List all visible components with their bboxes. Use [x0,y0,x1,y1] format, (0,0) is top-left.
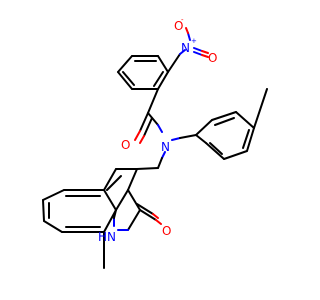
ring-nh-hydrogen: H [98,230,107,244]
nitrophenyl-ring [117,55,169,90]
benzo-ring [42,189,117,269]
amide-oxygen: O [121,138,130,152]
quinolinone-ring [103,167,162,231]
carbonyl-group [134,88,163,144]
amide-n-substituents [157,134,197,169]
structure-diagram: O - N + O O N O H N [42,16,268,269]
nitro-group [167,27,209,73]
ring-nh-nitrogen: N [107,230,116,244]
atom-labels: O - N + O O N O H N [98,16,217,244]
amide-nitrogen: N [161,140,170,154]
nitro-oxygen-charge: - [181,16,184,24]
nitro-oxygen-top: O [174,19,183,33]
nitro-nitrogen-charge: + [191,37,197,45]
nitro-oxygen-right: O [208,51,217,65]
nitro-nitrogen: N [181,41,190,55]
lactam-oxygen: O [162,224,171,238]
tolyl-ring [195,88,268,160]
molecule-canvas: O - N + O O N O H N [42,16,268,269]
